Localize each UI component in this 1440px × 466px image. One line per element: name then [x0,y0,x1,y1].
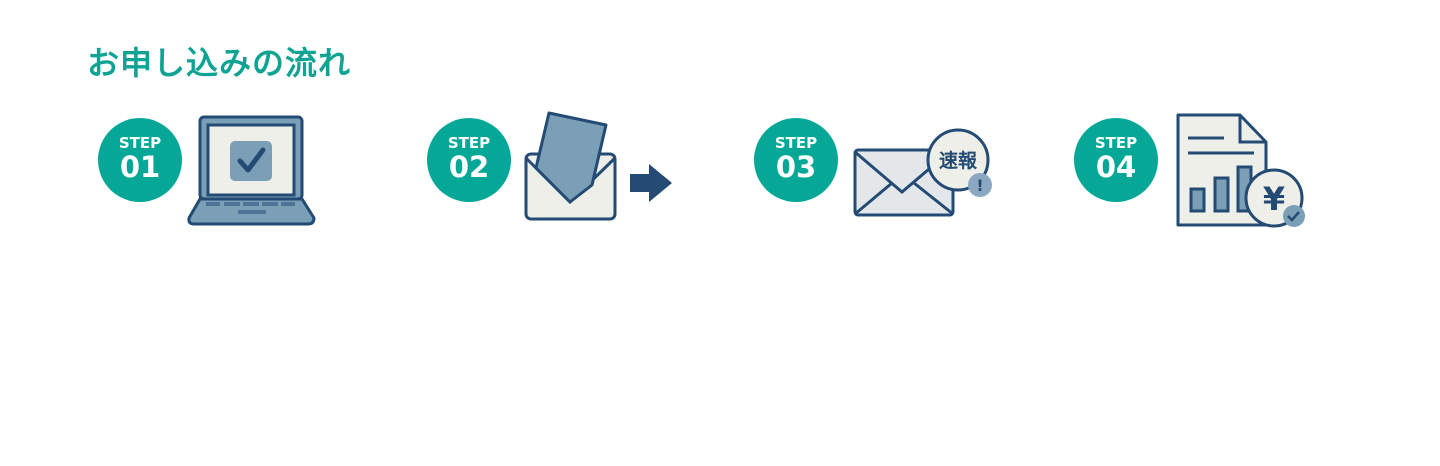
check-icon [1287,211,1300,222]
step-label: STEP [447,134,491,152]
step-number: 04 [1095,150,1137,184]
step-label: STEP [774,134,818,152]
step-badge-02: STEP 02 [427,118,511,202]
step-badge-04: STEP 04 [1074,118,1158,202]
step-number: 01 [119,150,161,184]
yen-symbol: ¥ [1263,180,1285,218]
step-number: 03 [775,150,817,184]
step-number: 02 [448,150,490,184]
report-yen-icon: ¥ [1176,113,1305,228]
page-title: お申し込みの流れ [87,44,352,82]
step-label: STEP [118,134,162,152]
breaking-news-label: 速報 [939,149,978,172]
step-badge-03: STEP 03 [754,118,838,202]
step-badge-01: STEP 01 [98,118,182,202]
laptop-check-icon [187,115,316,226]
exclamation-icon: ! [976,176,983,195]
envelope-document-icon [524,111,672,221]
email-alert-icon: 速報 ! [853,128,992,217]
step-label: STEP [1094,134,1138,152]
